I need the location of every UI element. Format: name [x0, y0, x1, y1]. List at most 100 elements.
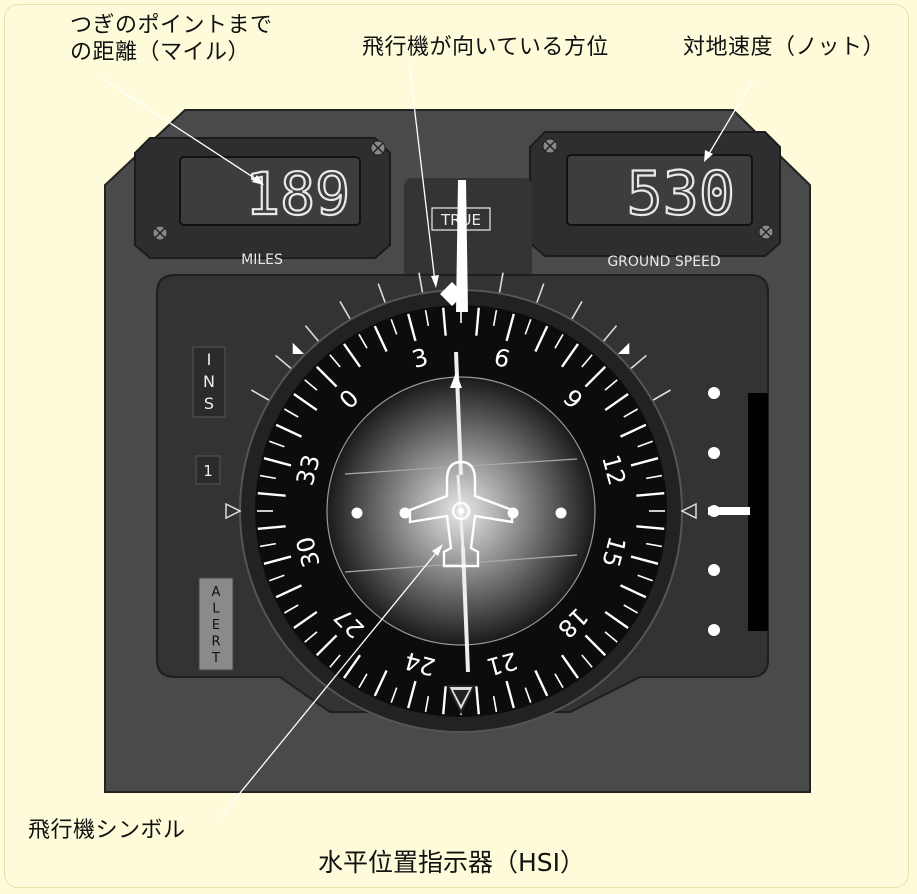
bezel-tick — [339, 301, 352, 321]
compass-tick — [637, 440, 653, 448]
compass-tick — [492, 696, 498, 713]
diagram-title: 水平位置指示器（HSI） — [318, 848, 586, 877]
ins-number-box — [195, 455, 221, 485]
compass-tick — [604, 631, 618, 643]
glideslope-dot — [708, 624, 720, 636]
speed-display-housing — [529, 131, 781, 257]
compass-tick — [407, 313, 417, 342]
compass-tick — [505, 313, 515, 342]
compass-number: 6 — [491, 343, 513, 374]
compass-tick — [604, 610, 629, 629]
compass-tick — [390, 319, 398, 335]
ground-speed-label: GROUND SPEED — [607, 254, 720, 270]
bezel-tick — [629, 354, 647, 371]
compass-tick — [475, 686, 480, 715]
deviation-dot — [399, 507, 411, 519]
aircraft-center — [451, 501, 471, 521]
bezel-tick — [251, 389, 271, 402]
distance-callout-line1: つぎのポイントまで — [70, 13, 273, 38]
ins-letter: N — [203, 372, 215, 391]
ins-box — [192, 346, 226, 418]
compass-tick — [259, 474, 276, 480]
compass-tick — [293, 393, 318, 412]
compass-tick — [554, 333, 564, 349]
miles-readout: 189 — [245, 160, 350, 228]
ins-letter: I — [207, 350, 212, 369]
ground-speed-callout: 対地速度（ノット） — [683, 35, 886, 60]
compass-tick — [442, 686, 447, 715]
alert-letter: T — [211, 651, 220, 666]
glideslope-dot — [708, 447, 720, 459]
compass-tick — [584, 634, 607, 657]
tail-index-inner — [453, 690, 469, 705]
compass-tick — [630, 457, 659, 467]
compass-tick — [534, 670, 549, 697]
deviation-dot — [351, 507, 363, 519]
compass-tick — [524, 319, 532, 335]
compass-tick — [283, 408, 299, 418]
compass-tick — [505, 680, 515, 709]
compass-tick — [646, 542, 663, 548]
compass-tick — [358, 333, 368, 349]
alert-letter: R — [211, 635, 220, 650]
ins-letter: S — [204, 394, 214, 413]
compass-tick — [636, 525, 665, 530]
compass-tick — [604, 393, 629, 412]
miles-label: MILES — [241, 252, 283, 268]
compass-tick — [620, 423, 647, 438]
compass-tick — [492, 309, 498, 326]
compass-tick — [424, 309, 430, 326]
glideslope-dot — [708, 387, 720, 399]
compass-tick — [604, 379, 618, 391]
distance-callout: つぎのポイントまで の距離（マイル） — [70, 12, 273, 66]
glideslope-bar — [748, 393, 768, 631]
lubber-line — [456, 180, 468, 312]
glideslope-dot — [708, 564, 720, 576]
compass-tick — [581, 354, 593, 368]
compass-tick — [475, 307, 480, 336]
distance-callout-line2: の距離（マイル） — [70, 40, 251, 65]
bearing-marker — [617, 342, 630, 355]
speed-readout: 530 — [627, 159, 735, 229]
aircraft-symbol — [408, 460, 514, 568]
compass-tick — [263, 457, 292, 467]
alert-letter: A — [212, 585, 221, 600]
compass-tick — [257, 492, 286, 497]
compass-tick — [269, 440, 285, 448]
heading-diamond — [440, 282, 464, 306]
compass-tick — [554, 673, 564, 689]
alert-letter: E — [212, 618, 220, 633]
course-arrow — [450, 372, 462, 388]
compass-tick — [584, 365, 607, 388]
compass-tick — [373, 325, 388, 352]
compass-tick — [630, 555, 659, 565]
compass-tick — [442, 307, 447, 336]
compass-tick — [623, 408, 639, 418]
glideslope-pointer — [708, 507, 750, 515]
bezel-tick — [498, 272, 504, 295]
bezel-tick — [377, 283, 387, 305]
alert-letter: L — [212, 602, 220, 617]
compass-tick — [637, 574, 653, 582]
bezel-tick — [275, 354, 293, 371]
left-index — [225, 502, 242, 520]
compass-tick — [259, 542, 276, 548]
right-index — [680, 502, 697, 520]
compass-tick — [581, 654, 593, 668]
compass-tick — [534, 325, 549, 352]
heading-callout: 飛行機が向いている方位 — [362, 35, 609, 60]
course-needle-tail — [461, 547, 470, 673]
compass-tick — [560, 654, 579, 679]
compass-tick — [315, 365, 338, 388]
compass-number: 3 — [409, 343, 431, 374]
bezel-tick — [304, 325, 321, 343]
compass-tick — [623, 604, 639, 614]
compass-tick — [257, 525, 286, 530]
compass-tick — [275, 423, 302, 438]
aircraft-center-dot — [458, 508, 464, 514]
bezel-tick — [601, 325, 618, 343]
aircraft-symbol-callout: 飛行機シンボル — [28, 818, 186, 843]
compass-tick — [620, 584, 647, 599]
